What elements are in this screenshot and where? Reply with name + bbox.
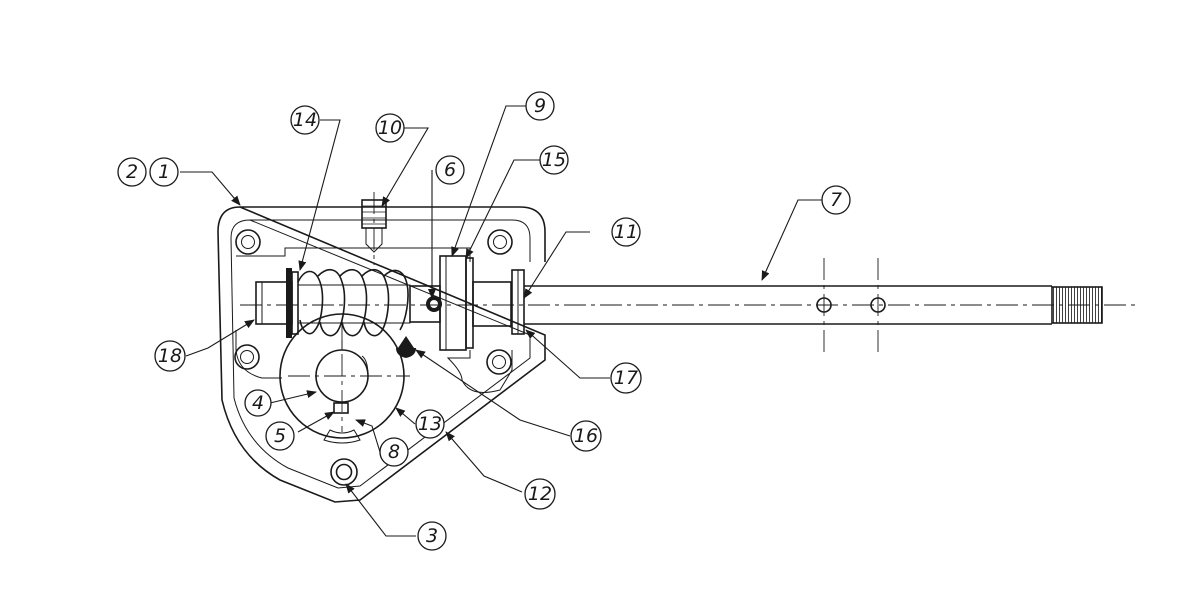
balloon-13: 13 [415,409,445,439]
balloon-6: 6 [435,155,465,185]
balloon-11: 11 [611,217,641,247]
balloon-label-8: 8 [388,441,400,463]
balloon-label-14: 14 [293,109,317,131]
balloon-label-2: 2 [126,161,138,183]
worm-gear [279,313,410,444]
balloon-label-3: 3 [426,525,438,547]
balloon-3: 3 [417,521,447,551]
balloon-label-1: 1 [158,161,170,183]
balloon-18: 18 [154,340,186,372]
balloon-label-7: 7 [830,189,842,211]
balloon-17: 17 [610,362,642,394]
balloon-label-9: 9 [534,95,546,117]
balloon-4: 4 [244,389,272,417]
balloon-7: 7 [821,185,851,215]
balloon-10: 10 [375,113,405,143]
leader-lines [180,105,822,537]
balloon-12: 12 [524,478,556,510]
worm-shaft-assembly [255,255,525,351]
balloon-5: 5 [265,421,295,451]
balloon-label-12: 12 [528,483,552,505]
balloon-label-4: 4 [252,392,264,414]
balloon-9: 9 [525,91,555,121]
balloon-label-11: 11 [614,221,638,243]
balloon-label-13: 13 [418,413,442,435]
mounting-holes [234,229,513,486]
balloon-label-18: 18 [158,345,182,367]
output-shaft [524,258,1103,355]
balloon-label-16: 16 [574,425,598,447]
balloon-16: 16 [570,420,602,452]
balloon-2: 2 [117,157,147,187]
balloon-14: 14 [290,105,320,135]
balloon-label-17: 17 [614,367,638,389]
balloon-15: 15 [539,145,569,175]
drain-plug [396,336,416,358]
balloon-label-5: 5 [274,425,286,447]
balloon-label-10: 10 [378,117,402,139]
balloon-8: 8 [379,437,409,467]
balloon-1: 1 [149,157,179,187]
balloon-label-15: 15 [542,149,566,171]
balloon-label-6: 6 [444,159,456,181]
